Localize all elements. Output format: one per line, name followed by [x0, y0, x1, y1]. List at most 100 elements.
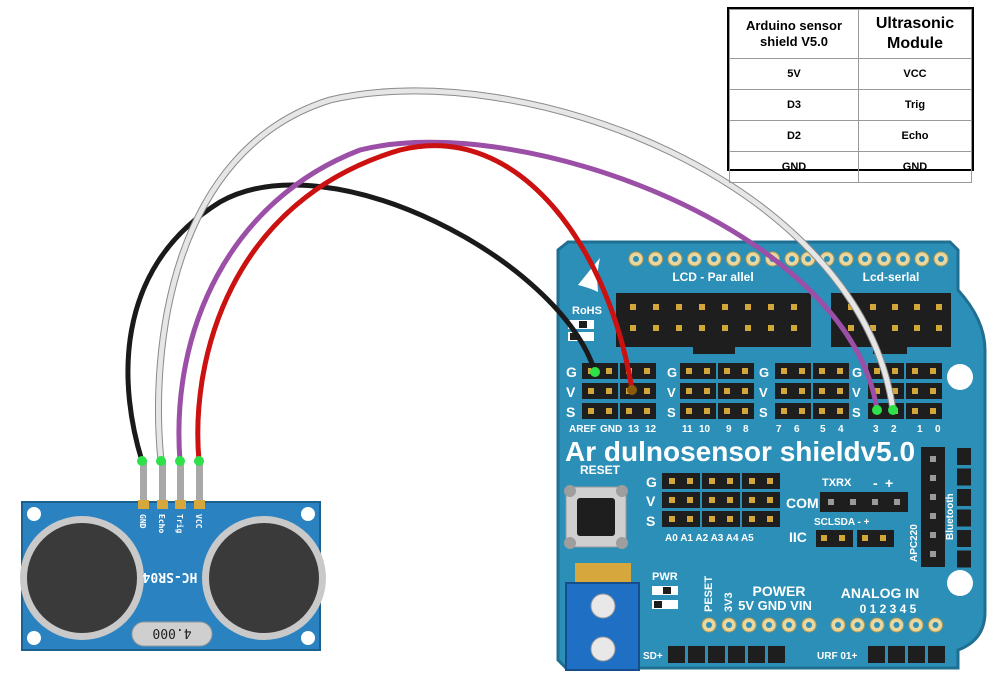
svg-text:11: 11	[682, 424, 693, 435]
svg-text:G: G	[852, 365, 862, 380]
svg-text:Trig: Trig	[175, 514, 185, 533]
lcd-parallel-pins	[628, 251, 800, 267]
urf-header	[868, 646, 945, 663]
header-block	[813, 363, 849, 379]
wire-gnd-black	[125, 182, 598, 464]
gvs-labels: G V S G V S G V S G V S	[566, 364, 862, 420]
lcd-parallel-header	[616, 293, 811, 347]
transducer-left	[20, 516, 144, 640]
table-cell: Trig	[858, 89, 972, 121]
svg-text:+: +	[885, 475, 893, 491]
analog-gvs-labels: G V S	[646, 474, 657, 529]
table-header-row: Arduino sensor shield V5.0 Ultrasonic Mo…	[729, 9, 972, 59]
header-block	[662, 492, 700, 508]
analog-in-label: ANALOG IN	[841, 585, 920, 601]
svg-text:S: S	[646, 513, 655, 529]
svg-text:S: S	[667, 405, 676, 420]
wire-vcc-red	[195, 143, 635, 464]
header-block	[775, 383, 811, 399]
pwr-label: PWR	[652, 571, 678, 583]
svg-text:0: 0	[935, 424, 941, 435]
sensor-pin-labels: GND Echo Trig VCC	[138, 514, 203, 533]
svg-text:13: 13	[628, 424, 640, 435]
analog-headers	[662, 473, 780, 527]
header-block	[775, 363, 811, 379]
3v3-label: 3V3	[723, 592, 735, 612]
table-cell: D2	[729, 120, 859, 152]
sensor-shield-board: LCD - Par allel Lcd-serlal RoHS G V S G …	[556, 240, 987, 671]
iic-label: IIC	[789, 529, 807, 545]
header-block	[742, 511, 780, 527]
svg-text:AREF: AREF	[569, 424, 596, 435]
table-cell: VCC	[858, 58, 972, 90]
header-block	[775, 403, 811, 419]
iic-pins-label: SCLSDA - +	[814, 517, 870, 528]
svg-text:6: 6	[794, 424, 800, 435]
lcd-serial-label: Lcd-serlal	[863, 270, 920, 284]
header-block	[582, 363, 618, 379]
svg-text:7: 7	[776, 424, 782, 435]
table-cell: 5V	[729, 58, 859, 90]
header-block	[702, 511, 740, 527]
lcd-parallel-label: LCD - Par allel	[672, 270, 753, 284]
svg-text:V: V	[759, 385, 768, 400]
header-block	[742, 473, 780, 489]
crystal-oscillator: 4.000	[131, 621, 213, 647]
urf-label: URF 01+	[817, 651, 857, 662]
rohs-label: RoHS	[572, 305, 602, 317]
svg-text:V: V	[566, 384, 576, 400]
reset-button[interactable]	[564, 485, 628, 549]
analog-pins-label: A0 A1 A2 A3 A4 A5	[665, 533, 754, 544]
wiring-table: Arduino sensor shield V5.0 Ultrasonic Mo…	[727, 7, 974, 183]
header-block	[813, 383, 849, 399]
analog-in-pins	[830, 617, 943, 633]
svg-text:G: G	[667, 365, 677, 380]
wire-echo-purple	[176, 139, 880, 464]
table-cell: D3	[729, 89, 859, 121]
header-block	[620, 383, 656, 399]
table-row: D3 Trig	[729, 89, 972, 121]
header-block	[742, 492, 780, 508]
table-row: GND GND	[729, 151, 972, 183]
digital-headers	[582, 363, 942, 419]
svg-text:S: S	[759, 405, 768, 420]
com-header	[820, 492, 908, 512]
svg-text:S: S	[566, 404, 575, 420]
svg-text:G: G	[566, 364, 577, 380]
header-block	[620, 403, 656, 419]
header-block	[662, 473, 700, 489]
table-cell: Echo	[858, 120, 972, 152]
header-block	[813, 403, 849, 419]
jumper-wires	[125, 87, 898, 466]
header-block	[582, 403, 618, 419]
header-block	[906, 363, 942, 379]
transducer-right	[202, 516, 326, 640]
header-block	[680, 363, 716, 379]
svg-text:G: G	[646, 474, 657, 490]
wire-trig-white	[156, 88, 896, 464]
svg-text:2: 2	[891, 424, 897, 435]
apc220-header	[921, 447, 945, 567]
apc220-label: APC220	[909, 524, 920, 562]
header-block	[680, 403, 716, 419]
svg-text:10: 10	[699, 424, 711, 435]
table-cell: GND	[729, 151, 859, 183]
txrx-label: TXRX	[822, 477, 852, 489]
power-label: POWER	[753, 583, 806, 599]
lcd-serial-pins	[800, 251, 949, 267]
com-label: COM	[786, 495, 819, 511]
header-block	[702, 492, 740, 508]
svg-text:8: 8	[743, 424, 749, 435]
potentiometer[interactable]	[565, 563, 640, 671]
digital-pin-numbers: AREF GND 13 12 11 10 9 8 7 6 5 4 3 2 1 0	[569, 424, 941, 435]
table-header-shield: Arduino sensor shield V5.0	[729, 9, 859, 59]
sensor-model-label: HC-SR04	[142, 569, 197, 584]
header-block	[582, 383, 618, 399]
svg-text:1: 1	[917, 424, 923, 435]
svg-text:V: V	[646, 493, 656, 509]
table-row: 5V VCC	[729, 58, 972, 90]
header-block	[702, 473, 740, 489]
svg-text:Echo: Echo	[157, 514, 166, 533]
header-block	[718, 363, 754, 379]
